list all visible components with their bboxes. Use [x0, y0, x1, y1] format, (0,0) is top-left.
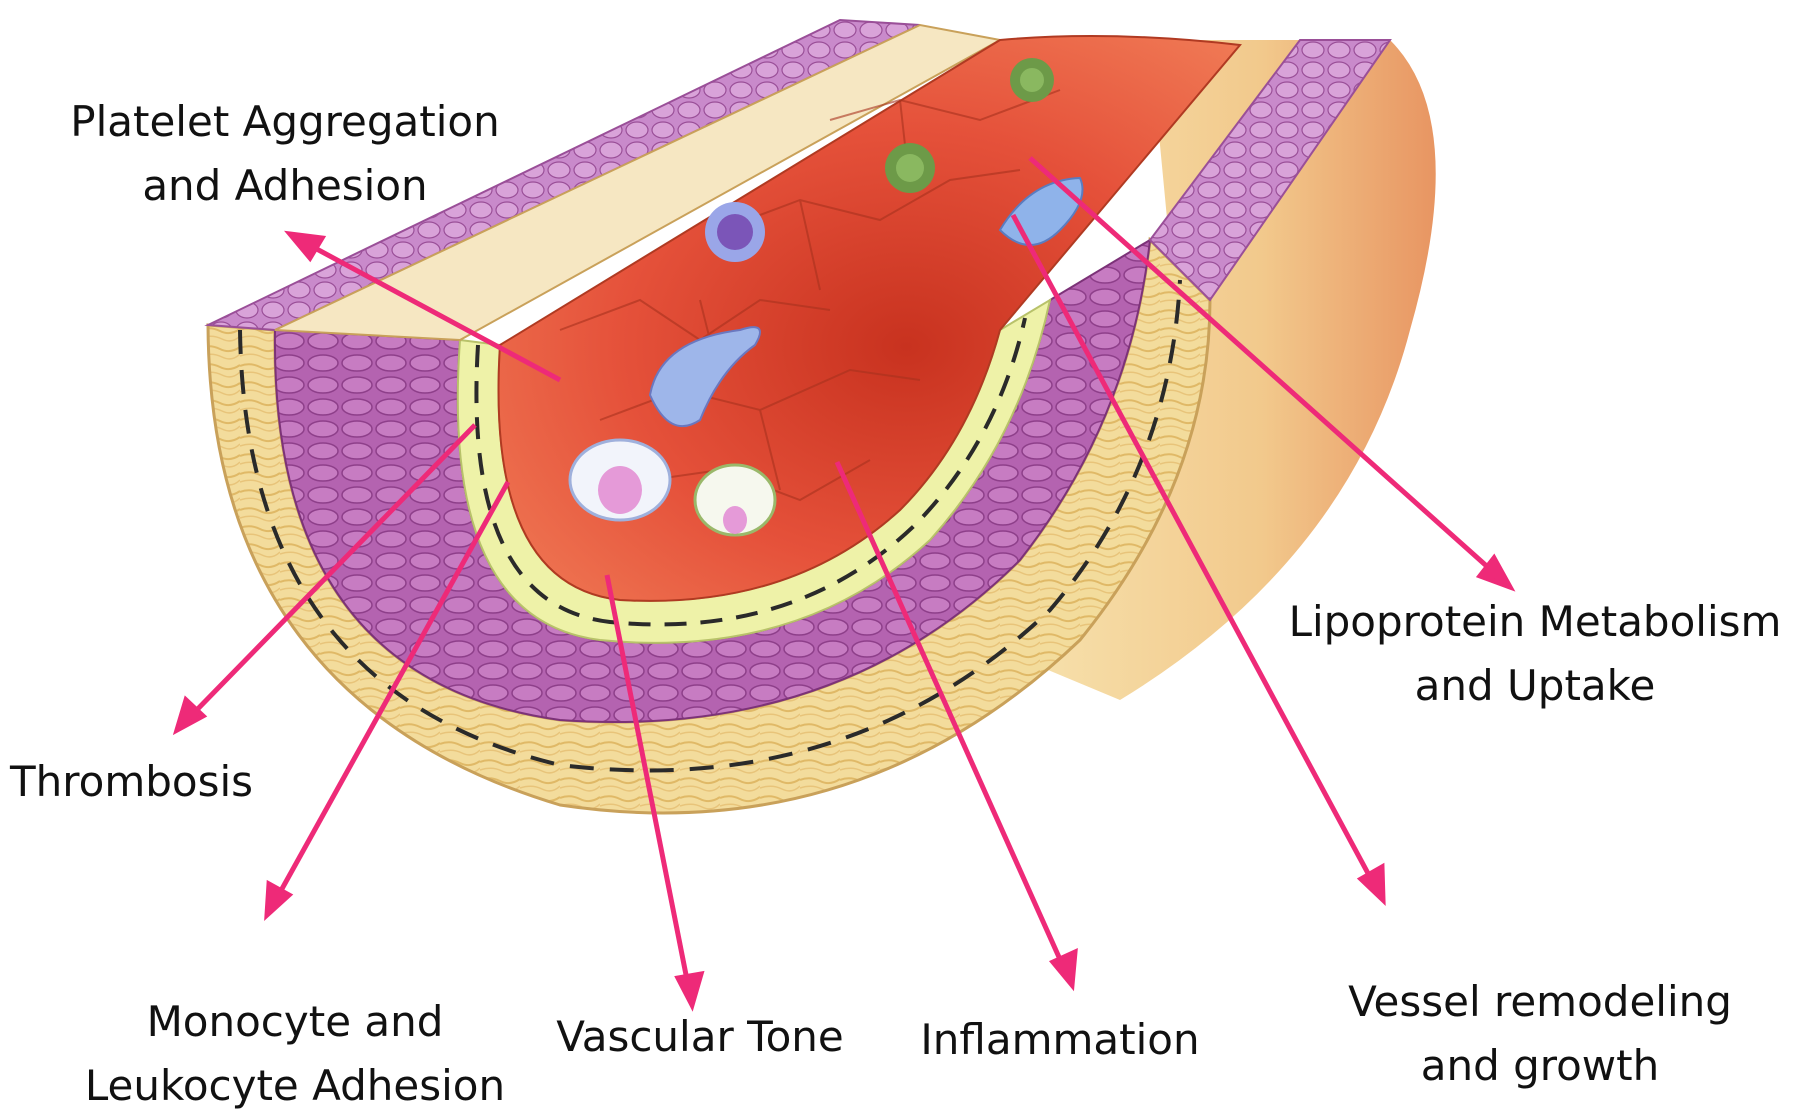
label-lipoprotein-line-1: Lipoprotein Metabolism — [1270, 590, 1800, 654]
label-vessel-remodeling: Vessel remodeling and growth — [1320, 970, 1760, 1098]
label-monocyte-line-1: Monocyte and — [60, 990, 530, 1054]
leukocyte-cell — [705, 202, 765, 262]
label-inflammation-line-1: Inflammation — [910, 1008, 1210, 1072]
adhering-monocyte — [570, 440, 670, 520]
arrowhead-vascular-tone — [678, 974, 701, 1005]
platelet-cell-2 — [1010, 58, 1054, 102]
label-thrombosis: Thrombosis — [10, 750, 280, 814]
label-monocyte-adhesion: Monocyte and Leukocyte Adhesion — [60, 990, 530, 1118]
arrowhead-monocyte-adhesion — [267, 884, 289, 915]
label-vascular-tone: Vascular Tone — [540, 1005, 860, 1069]
label-lipoprotein-line-2: and Uptake — [1270, 654, 1800, 718]
arrowhead-vessel-remodeling — [1361, 867, 1383, 900]
label-platelet-line-1: Platelet Aggregation — [50, 90, 520, 154]
label-thrombosis-line-1: Thrombosis — [10, 750, 280, 814]
arrowhead-platelet-aggregation — [290, 234, 322, 258]
label-remodeling-line-1: Vessel remodeling — [1320, 970, 1760, 1034]
label-inflammation: Inflammation — [910, 1008, 1210, 1072]
label-remodeling-line-2: and growth — [1320, 1034, 1760, 1098]
label-lipoprotein-metabolism: Lipoprotein Metabolism and Uptake — [1270, 590, 1800, 718]
platelet-cell — [885, 143, 935, 193]
label-monocyte-line-2: Leukocyte Adhesion — [60, 1054, 530, 1118]
label-platelet-aggregation: Platelet Aggregation and Adhesion — [50, 90, 520, 218]
adhering-leukocyte — [695, 465, 775, 535]
label-platelet-line-2: and Adhesion — [50, 154, 520, 218]
label-vascular-tone-line-1: Vascular Tone — [540, 1005, 860, 1069]
